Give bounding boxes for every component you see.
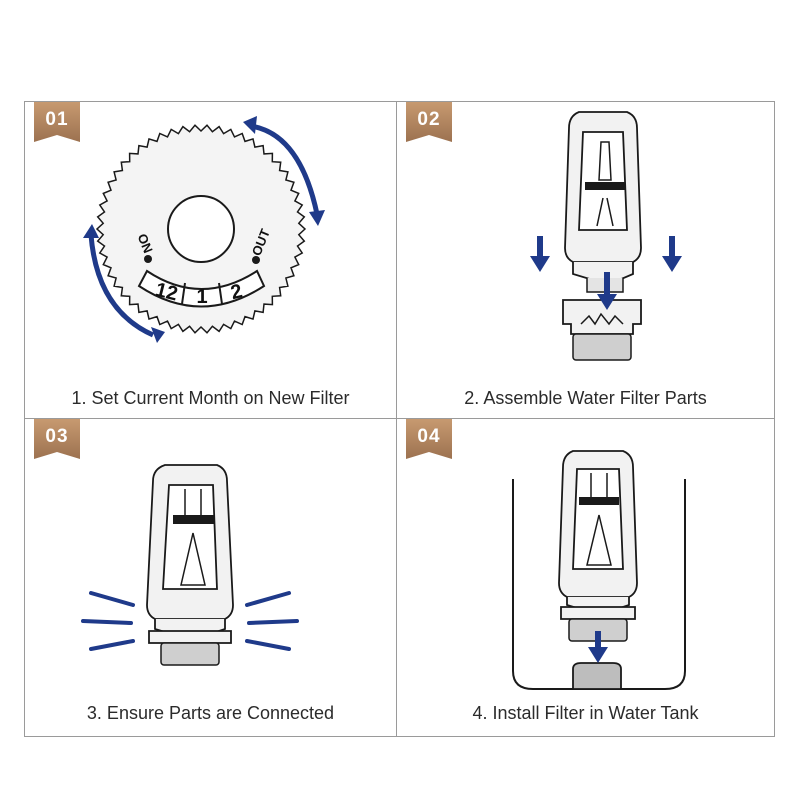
rotate-arrow-right	[250, 123, 320, 215]
step-3-caption: 3. Ensure Parts are Connected	[86, 703, 335, 723]
assemble-illustration	[530, 111, 682, 361]
filter-cap-lower	[562, 299, 642, 335]
dial-month-1: 1	[196, 286, 207, 308]
dial-month-12: 12	[153, 279, 180, 306]
step-1-badge: 01	[34, 102, 80, 142]
dial-center-hole	[167, 195, 235, 263]
step-4-badge: 04	[406, 419, 452, 459]
step-number: 03	[45, 426, 69, 447]
step-3-panel: 03 3. Ensure Parts are Connected	[24, 418, 397, 737]
step-3-badge: 03	[34, 419, 80, 459]
down-arrow-right	[662, 256, 682, 272]
connected-illustration	[81, 464, 299, 666]
down-arrow	[588, 647, 608, 663]
step-2-caption: 2. Assemble Water Filter Parts	[464, 388, 707, 408]
step-1-caption: 1. Set Current Month on New Filter	[71, 388, 350, 408]
dial-illustration: 12 1 2 ON OUT	[83, 116, 325, 343]
on-dot	[144, 255, 152, 263]
down-arrow-left	[530, 256, 550, 272]
step-4-panel: 04 4. Install Filter in Water Tank	[396, 418, 775, 737]
connection-lines	[81, 591, 299, 651]
step-number: 02	[417, 109, 441, 130]
step-2-badge: 02	[406, 102, 452, 142]
install-illustration	[512, 450, 686, 690]
step-number: 04	[417, 426, 441, 447]
dial-month-2: 2	[228, 280, 244, 304]
step-number: 01	[45, 109, 69, 130]
tank-socket	[572, 662, 622, 690]
rotate-arrow-left	[88, 234, 155, 338]
step-2-panel: 02 2. Assemble Water Filter Parts	[396, 101, 775, 419]
filter-base	[572, 333, 632, 361]
step-1-panel: 01 12 1 2 ON OUT 1. Set Current Month on…	[24, 101, 397, 419]
month-window	[137, 269, 266, 308]
out-dot	[252, 256, 260, 264]
filter-base	[160, 642, 220, 666]
dial-on-label: ON	[135, 231, 156, 255]
step-4-caption: 4. Install Filter in Water Tank	[472, 703, 699, 723]
down-arrow-center	[597, 294, 617, 310]
